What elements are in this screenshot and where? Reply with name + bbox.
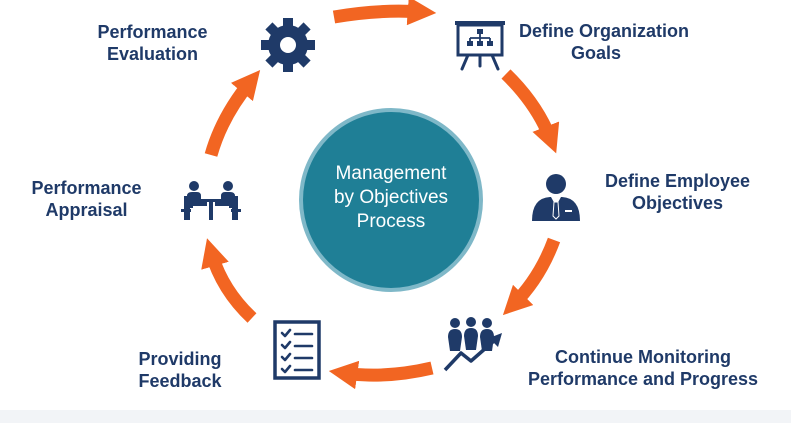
label-define-employee-objectives: Define Employee Objectives bbox=[605, 170, 750, 214]
center-circle bbox=[303, 112, 479, 288]
center-line-1: Management bbox=[336, 163, 448, 184]
bottom-band bbox=[0, 410, 791, 423]
gear-icon bbox=[261, 18, 315, 72]
label-performance-evaluation: Performance Evaluation bbox=[90, 21, 215, 65]
arrow-evaluation-to-goals bbox=[332, 0, 437, 26]
label-line: Continue Monitoring bbox=[555, 347, 731, 367]
presentation-board-icon bbox=[455, 21, 505, 71]
label-line: Objectives bbox=[632, 193, 724, 213]
label-line: Evaluation bbox=[106, 44, 199, 64]
center-line-3: Process bbox=[357, 211, 426, 232]
label-line: Providing bbox=[138, 349, 222, 369]
label-performance-appraisal: Performance Appraisal bbox=[24, 177, 149, 221]
label-line: Performance bbox=[97, 22, 208, 42]
label-line: Appraisal bbox=[45, 200, 128, 220]
label-line: Define Organization bbox=[519, 21, 690, 41]
arrow-appraisal-to-evaluation bbox=[204, 69, 261, 157]
label-line: Performance bbox=[31, 178, 142, 198]
label-line: Performance and Progress bbox=[527, 369, 759, 389]
checklist-icon bbox=[273, 320, 321, 380]
businessman-icon bbox=[532, 174, 580, 221]
label-providing-feedback: Providing Feedback bbox=[130, 348, 230, 392]
label-define-organization-goals: Define Organization Goals bbox=[519, 20, 689, 64]
label-line: Feedback bbox=[138, 371, 222, 391]
label-line: Define Employee bbox=[605, 171, 751, 191]
arrow-feedback-to-appraisal bbox=[201, 238, 257, 323]
arrow-employee-to-monitoring bbox=[502, 237, 561, 316]
cycle-arrows bbox=[201, 0, 561, 390]
arrow-goals-to-employee bbox=[501, 69, 560, 154]
arrow-monitoring-to-feedback bbox=[328, 360, 434, 390]
center-line-2: by Objectives bbox=[334, 187, 448, 208]
meeting-table-icon bbox=[181, 181, 241, 220]
center-node: Management by Objectives Process bbox=[299, 108, 483, 292]
label-line: Goals bbox=[571, 43, 622, 63]
label-continue-monitoring: Continue Monitoring Performance and Prog… bbox=[513, 346, 773, 390]
team-growth-icon bbox=[443, 317, 502, 372]
